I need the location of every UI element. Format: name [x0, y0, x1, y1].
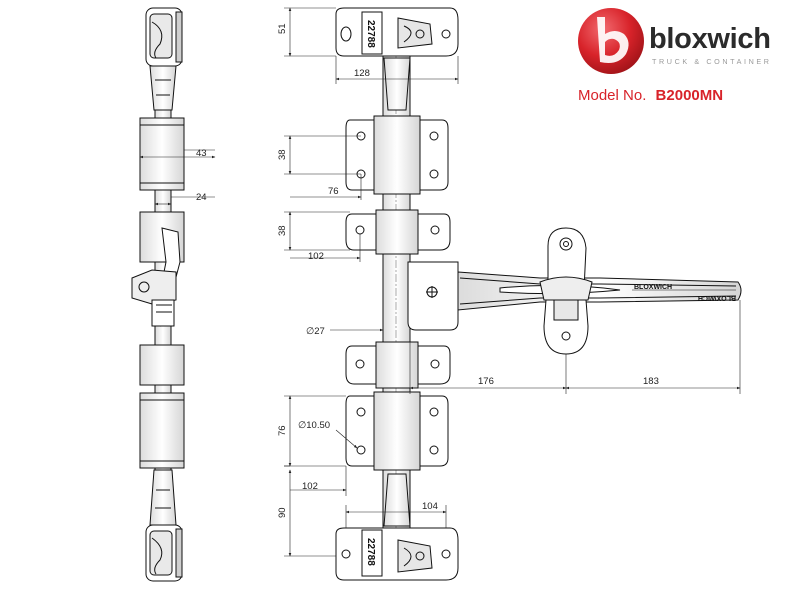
front-view — [335, 7, 742, 582]
handle-hub — [407, 261, 459, 331]
dim-guide2-height: 38 — [277, 225, 288, 236]
dim-guide4-height: 76 — [277, 425, 288, 436]
dim-guide1-height: 38 — [277, 149, 288, 160]
side-view — [131, 7, 185, 582]
bottom-cam — [383, 473, 411, 527]
dim-top-bracket-width: 128 — [354, 68, 370, 79]
bottom-keeper-bracket — [335, 527, 459, 581]
model-number: B2000MN — [656, 87, 724, 104]
dim-bar-diameter: ∅27 — [306, 326, 325, 337]
dim-hole-diameter: ∅10.50 — [298, 420, 330, 431]
dim-side-mid-offset: 24 — [196, 192, 207, 203]
dim-hub-to-pivot: 176 — [478, 376, 494, 387]
top-keeper-bracket — [335, 7, 459, 57]
dim-top-bracket-height: 51 — [277, 23, 288, 34]
side-top-keeper — [145, 7, 183, 67]
side-sleeve-4 — [139, 392, 185, 469]
b-monogram-circle-icon — [578, 8, 644, 74]
dim-guide4-offset: 102 — [302, 481, 318, 492]
brand-tagline: TRUCK & CONTAINER — [652, 57, 772, 66]
model-line: Model No. B2000MN — [578, 87, 723, 104]
front-view-dimensions — [284, 7, 741, 557]
side-top-cam — [149, 65, 177, 111]
top-cam — [383, 57, 411, 111]
dim-bottom-bracket-width: 104 — [422, 501, 438, 512]
side-sleeve-1 — [139, 117, 185, 191]
side-bottom-keeper — [145, 524, 183, 582]
dim-bottom-bracket-height: 90 — [277, 507, 288, 518]
bar-guide-3 — [345, 341, 451, 389]
handle-label-lower: BLOXWICH — [698, 294, 736, 301]
dim-side-top-width: 43 — [196, 148, 207, 159]
part-stamp-top: 22788 — [365, 20, 376, 48]
side-view-dimensions — [139, 149, 216, 206]
brand-logo: bloxwich TRUCK & CONTAINER — [578, 8, 772, 74]
dim-handle-length: 183 — [643, 376, 659, 387]
bar-guide-4 — [345, 391, 449, 471]
side-bottom-cam — [149, 469, 177, 526]
part-stamp-bottom: 22788 — [365, 538, 376, 566]
model-label: Model No. — [578, 87, 646, 104]
bar-guide-1 — [345, 115, 449, 195]
side-handle-hub — [131, 227, 181, 327]
handle-catch — [539, 227, 593, 355]
bar-guide-2 — [345, 209, 451, 255]
handle-label-upper: BLOXWICH — [634, 284, 672, 291]
dim-guide1-offset: 76 — [328, 186, 339, 197]
dim-guide2-offset: 102 — [308, 251, 324, 262]
brand-name: bloxwich — [649, 23, 771, 55]
side-sleeve-3 — [139, 344, 185, 386]
handle-lever — [457, 271, 742, 311]
